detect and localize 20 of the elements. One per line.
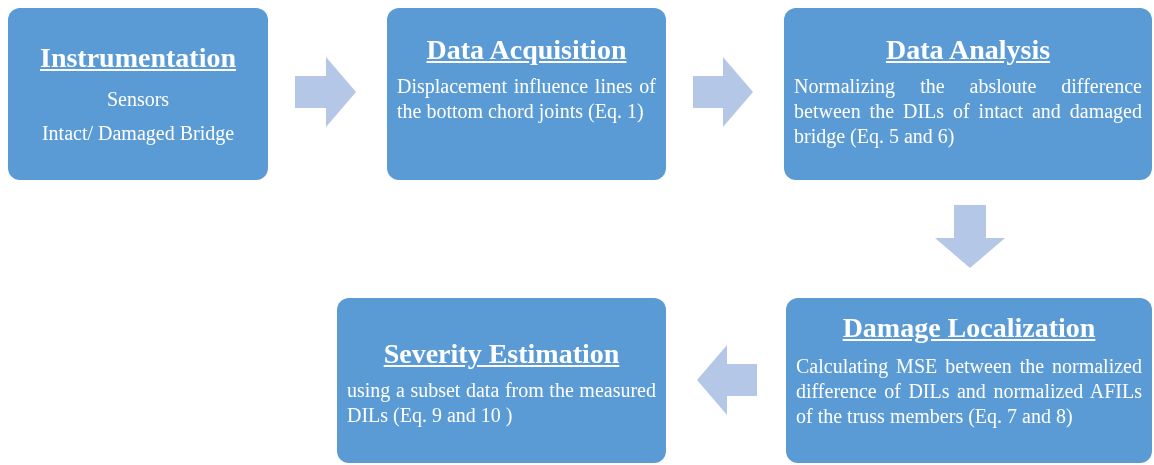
block-arrow: [693, 57, 753, 127]
process-box: [786, 298, 1152, 463]
box-description: Calculating MSE between the normalized difference of DILs and normalized AFILs of the truss members (Eq. 7 and 8): [796, 354, 1142, 429]
box-title: Data Acquisition: [425, 34, 628, 66]
process-box: [8, 8, 268, 180]
box-text: Sensors: [105, 87, 171, 112]
box-title: Data Analysis: [884, 34, 1052, 66]
process-box: [387, 8, 666, 180]
box-title: Damage Localization: [841, 312, 1097, 344]
box-description: Normalizing the absloute difference between the DILs of intact and damaged bridge (Eq. 5 and 6): [794, 74, 1142, 149]
block-arrow: [295, 57, 356, 127]
box-title: Severity Estimation: [382, 338, 621, 370]
process-box: [784, 8, 1152, 180]
process-box: [337, 298, 666, 463]
box-description: using a subset data from the measured DILs (Eq. 9 and 10 ): [347, 378, 656, 428]
box-text: Intact/ Damaged Bridge: [40, 121, 236, 147]
block-arrow: [935, 205, 1005, 268]
block-arrow: [697, 345, 757, 415]
box-description: Displacement influence lines of the bottom chord joints (Eq. 1): [397, 74, 656, 124]
box-title: Instrumentation: [39, 42, 237, 74]
